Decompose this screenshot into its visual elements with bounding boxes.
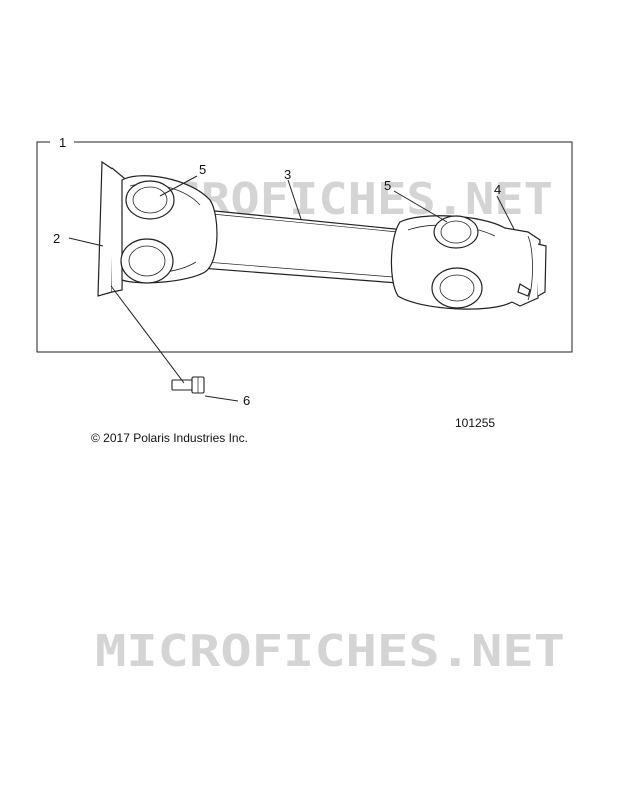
leader-6 (110, 285, 185, 384)
callout-5-rear: 5 (384, 178, 391, 193)
bolt-drawing (171, 376, 205, 394)
assembly-frame (36, 141, 573, 353)
u-joint-cap-rear-upper-inner (440, 220, 472, 244)
leader-5-front (159, 175, 198, 197)
callout-4: 4 (494, 182, 501, 197)
watermark-bottom: MICROFICHES.NET (95, 626, 565, 677)
callout-6: 6 (243, 393, 250, 408)
u-joint-cap-front-lower-inner (128, 245, 166, 277)
leader-2 (68, 237, 104, 247)
callout-5-front: 5 (199, 162, 206, 177)
u-joint-cap-front-upper-inner (132, 186, 168, 214)
slip-yoke-drawing (390, 215, 547, 310)
callout-3: 3 (284, 167, 291, 182)
copyright-notice: © 2017 Polaris Industries Inc. (91, 431, 248, 445)
leader-4 (496, 195, 515, 230)
leader-5-rear (393, 190, 448, 223)
callout-1: 1 (59, 135, 66, 150)
u-joint-cap-rear-lower-inner (439, 274, 475, 302)
leader-lines (68, 175, 515, 402)
leader-6-tail (204, 395, 239, 402)
callout-2: 2 (53, 231, 60, 246)
leader-3 (287, 179, 302, 220)
figure-number: 101255 (455, 416, 495, 430)
